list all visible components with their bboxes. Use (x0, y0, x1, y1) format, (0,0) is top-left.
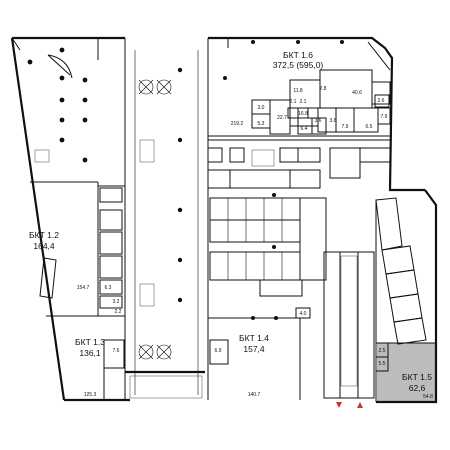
unit-1-5-area: 62,6 (409, 383, 426, 393)
unit-1-4-rooms (208, 307, 389, 400)
unit-1-5-shading (377, 343, 435, 402)
room-label: 3.0 (258, 105, 265, 111)
room-label: 3.6 (330, 118, 337, 124)
room-label: 5.5 (379, 361, 386, 367)
unit-1-5-name: БКТ 1.5 (402, 372, 432, 382)
unit-1-6-area: 372,5 (595,0) (273, 60, 324, 70)
room-label: 7.6 (113, 348, 120, 354)
room-label: 2.8 (320, 86, 327, 92)
room-labels: 11.8 40.6 2.1 2.1 2.8 2.6 3.0 22.7 16.8 … (77, 86, 433, 400)
room-label: 40.6 (352, 90, 362, 96)
unit-1-4-name: БКТ 1.4 (239, 333, 269, 343)
unit-1-2-name: БКТ 1.2 (29, 230, 59, 240)
room-label: 154.7 (77, 285, 90, 291)
columns (27, 40, 344, 320)
room-label: 6.9 (215, 348, 222, 354)
room-label: 2.6 (378, 98, 385, 104)
room-label: 6.3 (105, 285, 112, 291)
core-rooms (207, 147, 391, 399)
unit-1-2-area: 164,4 (33, 241, 55, 251)
room-label: 11.8 (293, 88, 303, 94)
room-label: 2.2 (115, 309, 122, 315)
room-label: 2.1 (300, 99, 307, 105)
unit-1-4-area: 157,4 (243, 344, 265, 354)
room-label: 2.1 (290, 99, 297, 105)
left-wing (30, 38, 126, 400)
room-label: 6.5 (366, 124, 373, 130)
room-label: 16.8 (298, 111, 308, 117)
unit-labels: БКТ 1.6 372,5 (595,0) БКТ 1.2 164,4 БКТ … (29, 50, 432, 393)
unit-1-6-rooms (207, 38, 392, 400)
arrow-down-icon (336, 402, 342, 408)
room-label: 219.2 (231, 121, 244, 127)
room-label: 7.9 (342, 124, 349, 130)
room-label: 2.5 (379, 348, 386, 354)
entrance-arrows (336, 402, 363, 408)
room-label: 54.8 (423, 394, 433, 400)
room-label: 3.2 (113, 299, 120, 305)
room-label: 4.0 (300, 311, 307, 317)
atrium (125, 50, 205, 399)
room-label: 5.3 (258, 121, 265, 127)
room-label: 7.9 (381, 114, 388, 120)
unit-1-6-name: БКТ 1.6 (283, 50, 313, 60)
room-label: 6.4 (301, 126, 308, 132)
arrow-up-icon (357, 402, 363, 408)
room-label: 3.6 (315, 118, 322, 124)
room-label: 140.7 (248, 392, 261, 398)
room-label: 22.7 (277, 115, 287, 121)
unit-1-3-area: 136,1 (79, 348, 101, 358)
room-label: 125.3 (84, 392, 97, 398)
building-outline (10, 36, 438, 404)
unit-1-3-name: БКТ 1.3 (75, 337, 105, 347)
